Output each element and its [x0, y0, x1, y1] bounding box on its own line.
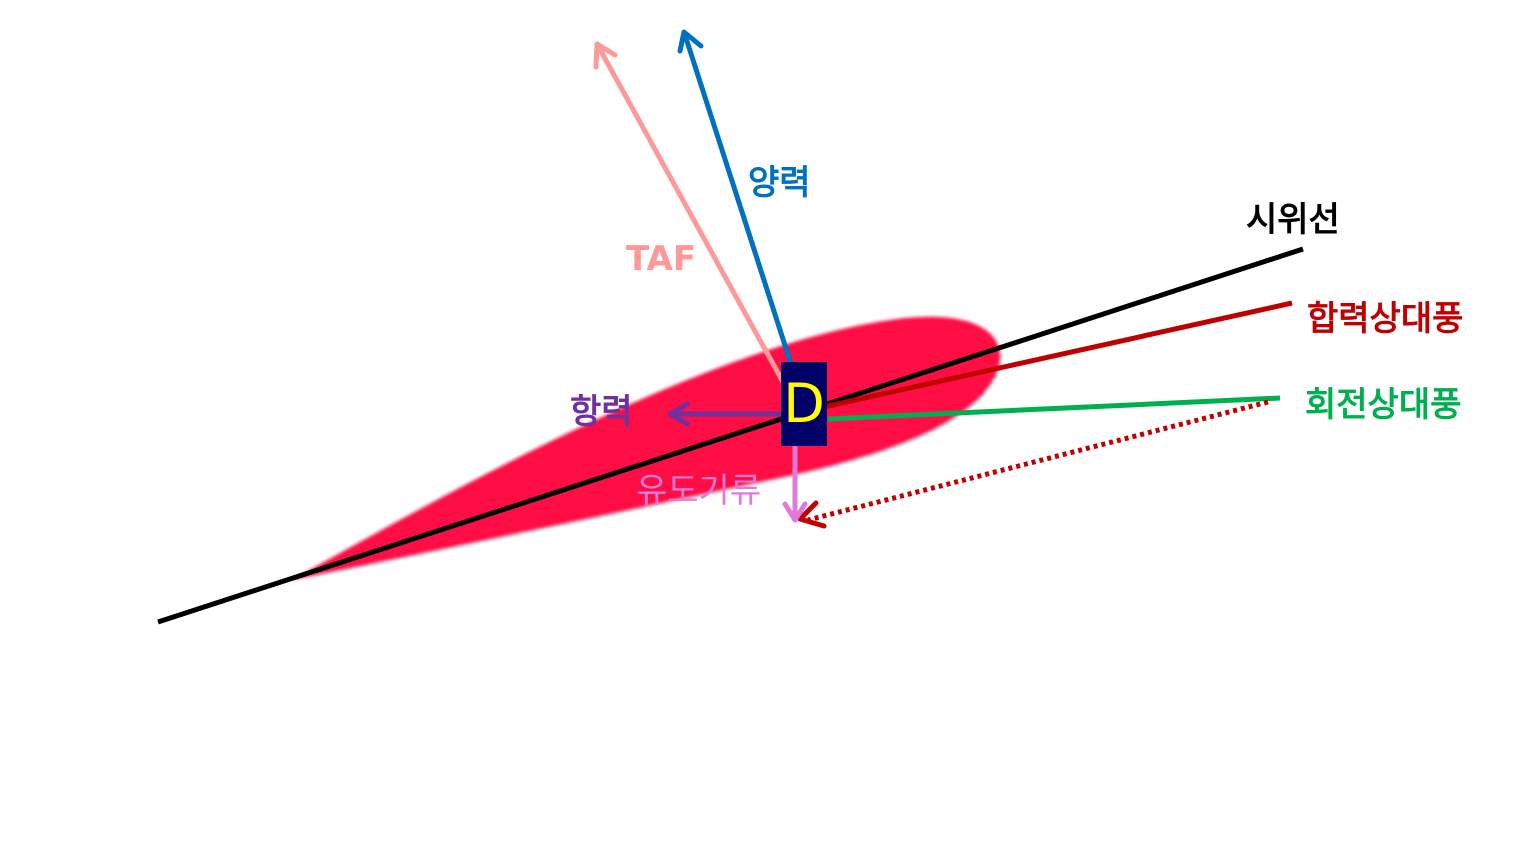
dotted-resultant-arrowhead	[797, 500, 827, 529]
rotational-relative-wind-label: 회전상대풍	[1305, 385, 1462, 425]
lift-arrowhead	[677, 29, 704, 54]
resultant-relative-wind-label: 합력상대풍	[1307, 299, 1464, 339]
taf-arrow	[594, 42, 786, 384]
resultant-relative-wind-line	[823, 300, 1293, 410]
point-d-box: D	[781, 362, 827, 446]
point-d-label: D	[783, 372, 825, 435]
drag-arrowhead	[667, 401, 690, 427]
dotted-resultant-arrow	[807, 399, 1269, 523]
chord-line	[157, 246, 1304, 625]
taf-label: TAF	[626, 239, 697, 279]
rotational-relative-wind-line	[827, 395, 1281, 422]
taf-arrowhead	[593, 41, 618, 70]
chord-line-label: 시위선	[1246, 200, 1340, 240]
airfoil-shape	[292, 316, 1001, 580]
induced-flow-label: 유도기류	[636, 471, 762, 511]
induced-flow-arrowhead	[782, 501, 808, 523]
lift-label: 양력	[748, 163, 811, 203]
lift-arrow	[681, 31, 794, 365]
drag-label: 항력	[570, 392, 633, 432]
